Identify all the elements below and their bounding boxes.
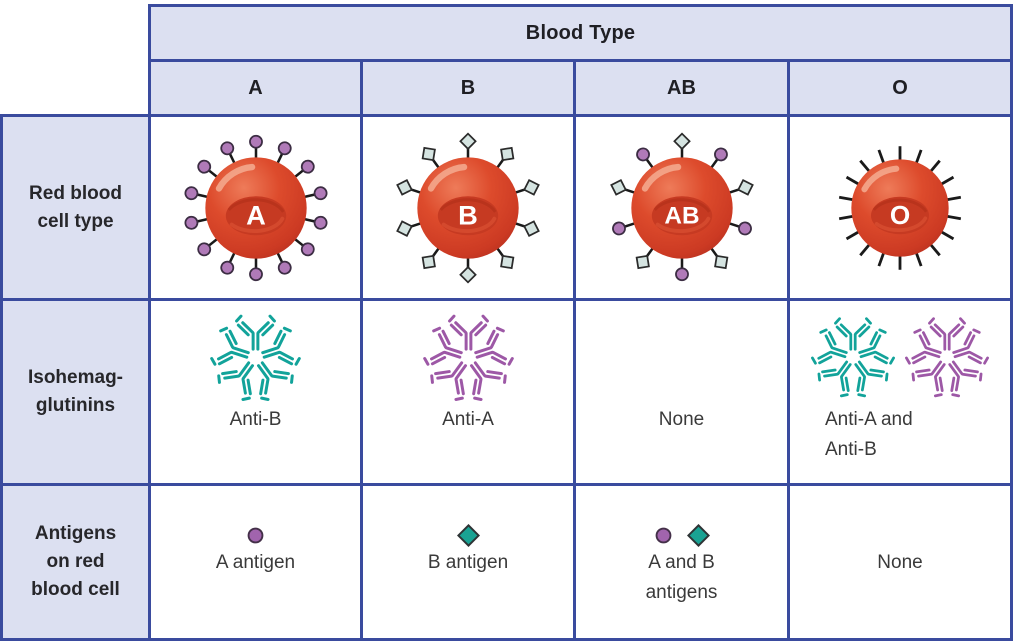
rbc-o-illustration: O [837, 144, 963, 271]
rbc-b-letter: B [458, 199, 478, 230]
cell-antigens-o: None [787, 483, 1013, 641]
row-header-line: glutinins [35, 395, 116, 416]
b-antigen-label: B antigen [427, 552, 509, 573]
anti-a-label: Anti-A [442, 409, 494, 430]
rbc-a-illustration: A [182, 133, 329, 282]
column-label-ab: AB [667, 76, 696, 99]
column-label-a: A [248, 76, 263, 99]
cell-rbc-type-a: A [148, 114, 363, 301]
column-header-o: O [787, 59, 1013, 117]
a-antigen-circle-icon [655, 527, 671, 543]
cell-antigens-ab: A and B antigens [573, 483, 790, 641]
isohemagglutinins-none-label: None [658, 409, 705, 430]
row-header-line: Antigens [34, 523, 117, 544]
rbc-a-letter: A [246, 199, 266, 230]
anti-a-antibody-cluster-icon [421, 310, 516, 405]
row-header-red-blood-cell-type: Red blood cell type [0, 114, 151, 301]
cell-rbc-type-o: O [787, 114, 1013, 301]
b-antigen-diamond-icon [686, 523, 710, 547]
label-line: antigens [645, 582, 718, 603]
rbc-ab-illustration: AB [607, 131, 756, 282]
anti-b-antibody-cluster-icon [208, 310, 303, 405]
row-header-isohemagglutinins: Isohemag- glutinins [0, 298, 151, 486]
label-line: Anti-A and [825, 409, 913, 430]
column-header-b: B [360, 59, 576, 117]
row-header-line: cell type [37, 210, 114, 232]
rbc-b-illustration: B [393, 131, 543, 284]
antigens-none-label: None [877, 552, 923, 573]
cell-isohemagglutinins-b: Anti-A [360, 298, 576, 486]
cell-antigens-a: A antigen [148, 483, 363, 641]
blood-type-title: Blood Type [525, 21, 636, 44]
row-header-line: Isohemag- [27, 367, 124, 388]
rbc-o-letter: O [890, 199, 910, 229]
column-header-a: A [148, 59, 363, 117]
anti-b-antibody-cluster-icon [809, 313, 897, 401]
label-line: Anti-B [825, 439, 877, 460]
rbc-ab-letter: AB [664, 202, 699, 229]
column-header-ab: AB [573, 59, 790, 117]
cell-isohemagglutinins-a: Anti-B [148, 298, 363, 486]
a-antigen-label: A antigen [215, 552, 296, 573]
a-and-b-antigens-label: A and B antigens [646, 548, 718, 608]
column-label-o: O [892, 76, 908, 99]
b-antigen-diamond-icon [456, 523, 480, 547]
row-header-line: blood cell [31, 579, 120, 600]
row-header-antigens-on-red-blood-cell: Antigens on red blood cell [0, 483, 151, 641]
column-label-b: B [460, 76, 476, 99]
anti-a-antibody-cluster-icon [903, 313, 991, 401]
blood-type-header-cell: Blood Type [148, 4, 1013, 62]
cell-rbc-type-ab: AB [573, 114, 790, 301]
row-header-line: on red [46, 551, 105, 572]
cell-rbc-type-b: B [360, 114, 576, 301]
anti-a-and-anti-b-label: Anti-A and Anti-B [825, 405, 975, 465]
a-antigen-circle-icon [247, 527, 264, 543]
cell-antigens-b: B antigen [360, 483, 576, 641]
cell-isohemagglutinins-o: Anti-A and Anti-B [787, 298, 1013, 486]
label-line: A and B [648, 552, 715, 573]
cell-isohemagglutinins-ab: None [573, 298, 790, 486]
anti-b-label: Anti-B [229, 409, 282, 430]
row-header-line: Red blood [29, 182, 122, 204]
